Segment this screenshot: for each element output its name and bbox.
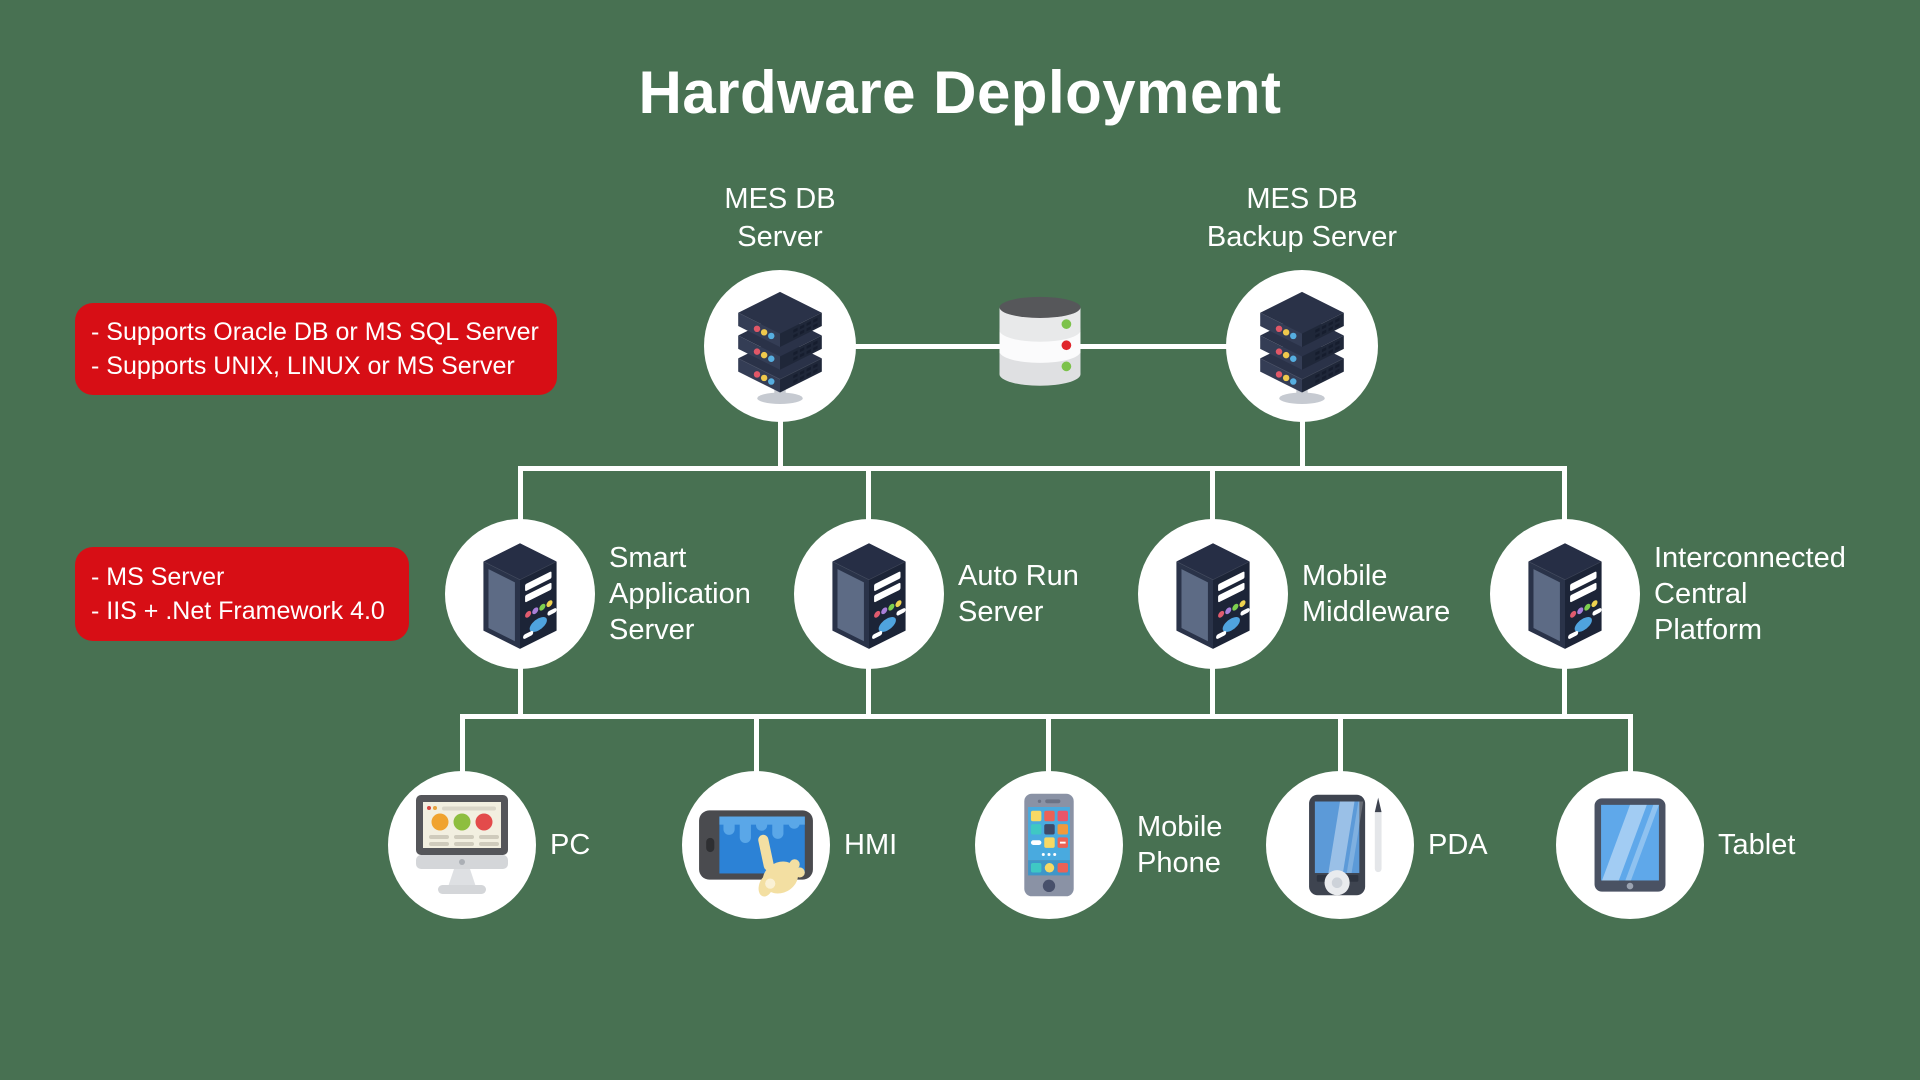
node-mes-db-server: MES DB Server — [630, 180, 930, 422]
node-circle — [1556, 771, 1704, 919]
database-cylinder-icon — [996, 295, 1084, 392]
node-label: PC — [550, 829, 591, 861]
node-circle — [1266, 771, 1414, 919]
connector-line — [1210, 664, 1215, 718]
node-label: Interconnected Central Platform — [1654, 542, 1846, 646]
node-circle — [1226, 270, 1378, 422]
node-label: Auto Run Server — [958, 560, 1079, 628]
tower-server-icon — [469, 531, 571, 657]
connector-line — [518, 466, 523, 523]
node-mes-db-backup-server: MES DB Backup Server — [1152, 180, 1452, 422]
node-smart-application-server: Smart Application Server — [445, 519, 751, 669]
tower-server-icon — [1162, 531, 1264, 657]
connector-line — [754, 714, 759, 774]
connector-line — [460, 714, 465, 774]
node-tablet: Tablet — [1556, 771, 1795, 919]
node-circle — [975, 771, 1123, 919]
node-label: MES DB Backup Server — [1206, 183, 1398, 253]
tower-server-icon — [818, 531, 920, 657]
connector-line — [1628, 714, 1633, 774]
ms-server-callout: - MS Server - IIS + .Net Framework 4.0 — [75, 547, 409, 641]
node-mobile-middleware: Mobile Middleware — [1138, 519, 1450, 669]
connector-line — [1562, 664, 1567, 718]
connector-line — [778, 416, 783, 470]
rack-server-icon — [723, 284, 837, 408]
connector-line — [1338, 714, 1343, 774]
node-label: Mobile Phone — [1137, 811, 1223, 879]
node-pc: PC — [388, 771, 590, 919]
page-title: Hardware Deployment — [638, 59, 1282, 126]
db-support-callout: - Supports Oracle DB or MS SQL Server - … — [75, 303, 557, 395]
connector-line — [1046, 714, 1051, 774]
smartphone-icon — [992, 788, 1106, 902]
node-label: HMI — [844, 829, 898, 861]
node-circle — [445, 519, 595, 669]
node-hmi: HMI — [682, 771, 897, 919]
hmi-touch-panel-icon — [695, 788, 817, 902]
node-circle — [388, 771, 536, 919]
node-circle — [682, 771, 830, 919]
connector-line — [866, 466, 871, 523]
tower-server-icon — [1514, 531, 1616, 657]
connector-line — [1210, 466, 1215, 523]
rack-server-icon — [1245, 284, 1359, 408]
connector-line — [1300, 416, 1305, 470]
node-label: PDA — [1428, 829, 1488, 861]
node-interconnected-central-platform: Interconnected Central Platform — [1490, 519, 1846, 669]
node-circle — [1490, 519, 1640, 669]
tablet-icon — [1574, 789, 1686, 901]
node-label: MES DB Server — [724, 183, 836, 253]
node-pda: PDA — [1266, 771, 1488, 919]
pda-stylus-icon — [1282, 787, 1398, 903]
connector-line — [866, 664, 871, 718]
node-circle — [1138, 519, 1288, 669]
node-label: Tablet — [1718, 829, 1796, 861]
node-auto-run-server: Auto Run Server — [794, 519, 1079, 669]
connector-line — [518, 664, 523, 718]
node-label: Smart Application Server — [609, 542, 751, 646]
connector-line — [1562, 466, 1567, 523]
node-mobile-phone: Mobile Phone — [975, 771, 1222, 919]
node-circle — [704, 270, 856, 422]
node-circle — [794, 519, 944, 669]
node-label: Mobile Middleware — [1302, 560, 1451, 628]
connector-bus-upper — [518, 466, 1567, 471]
desktop-pc-icon — [402, 789, 522, 901]
